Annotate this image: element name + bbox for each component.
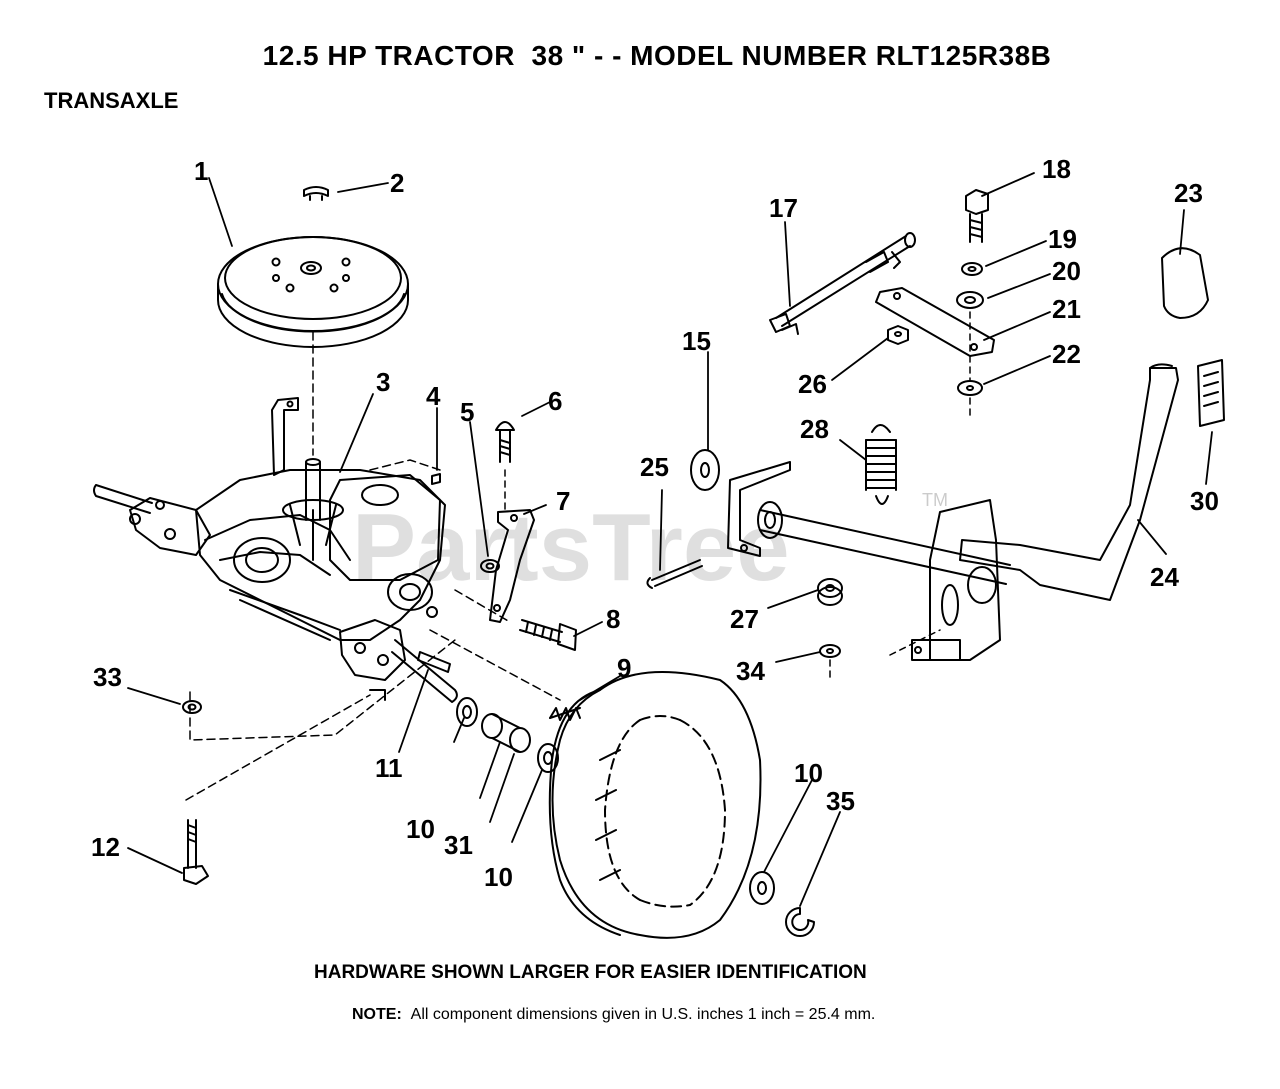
- nut-part-5[interactable]: [480, 559, 500, 573]
- bracket-part[interactable]: [489, 509, 535, 623]
- callout-21[interactable]: 21: [1052, 294, 1081, 324]
- clip-part-35[interactable]: [785, 907, 815, 937]
- callout-1[interactable]: 1: [194, 156, 208, 186]
- callout-33[interactable]: 33: [93, 662, 122, 692]
- callout-24[interactable]: 24: [1150, 562, 1179, 592]
- callout-12[interactable]: 12: [91, 832, 120, 862]
- callout-35[interactable]: 35: [826, 786, 855, 816]
- axle-key-part[interactable]: [417, 651, 451, 673]
- callout-30[interactable]: 30: [1190, 486, 1219, 516]
- washer-part-20[interactable]: [956, 291, 984, 309]
- callout-26[interactable]: 26: [798, 369, 827, 399]
- watermark-text: PartsTree: [352, 494, 790, 601]
- key-part[interactable]: [431, 473, 441, 485]
- callout-5[interactable]: 5: [460, 397, 474, 427]
- callout-3[interactable]: 3: [376, 367, 390, 397]
- transaxle-assembly[interactable]: [93, 397, 458, 703]
- hex-bolt-part-18[interactable]: [965, 189, 989, 243]
- leader-lines: [127, 172, 1213, 907]
- hardware-note: HARDWARE SHOWN LARGER FOR EASIER IDENTIF…: [314, 962, 867, 983]
- callout-8[interactable]: 8: [606, 604, 620, 634]
- callout-34[interactable]: 34: [736, 656, 765, 686]
- callout-10c[interactable]: 10: [794, 758, 823, 788]
- shift-knob-part[interactable]: [1161, 247, 1209, 319]
- callout-2[interactable]: 2: [390, 168, 404, 198]
- callout-4[interactable]: 4: [426, 381, 441, 411]
- note-text: All component dimensions given in U.S. i…: [410, 1006, 876, 1023]
- pulley-part[interactable]: [217, 236, 409, 348]
- callout-27[interactable]: 27: [730, 604, 759, 634]
- shift-lever-assembly[interactable]: [727, 363, 1179, 661]
- link-plate-part[interactable]: [875, 287, 995, 357]
- note-label: NOTE:: [352, 1006, 402, 1023]
- washer-part-15[interactable]: [690, 449, 720, 491]
- callout-labels: 1 2 3 4 5 6 7 8 9 10 10 10 11 12 15 17 1…: [91, 154, 1219, 892]
- bolt-part-8[interactable]: [519, 619, 577, 651]
- callout-17[interactable]: 17: [769, 193, 798, 223]
- lockwasher-part-19[interactable]: [961, 262, 983, 276]
- washer-part-22[interactable]: [957, 380, 983, 396]
- rear-tire-part[interactable]: [548, 671, 762, 939]
- callout-23[interactable]: 23: [1174, 178, 1203, 208]
- callout-28[interactable]: 28: [800, 414, 829, 444]
- carriage-bolt-part[interactable]: [495, 421, 515, 463]
- callout-31[interactable]: 31: [444, 830, 473, 860]
- callout-10a[interactable]: 10: [406, 814, 435, 844]
- dimension-note: NOTE: All component dimensions given in …: [352, 1005, 952, 1025]
- callout-20[interactable]: 20: [1052, 256, 1081, 286]
- nut-part-27[interactable]: [817, 578, 843, 606]
- section-title: TRANSAXLE: [44, 88, 179, 113]
- spacer-part[interactable]: [481, 713, 531, 753]
- callout-7[interactable]: 7: [556, 486, 570, 516]
- callout-18[interactable]: 18: [1042, 154, 1071, 184]
- callout-9[interactable]: 9: [617, 653, 631, 683]
- page-title: 12.5 HP TRACTOR 38 " - - MODEL NUMBER RL…: [262, 40, 1052, 71]
- retaining-clip-part[interactable]: [303, 186, 329, 201]
- washer-part-10c[interactable]: [749, 871, 775, 905]
- callout-6[interactable]: 6: [548, 386, 562, 416]
- callout-10b[interactable]: 10: [484, 862, 513, 892]
- washer-part-10a[interactable]: [456, 697, 478, 727]
- callout-22[interactable]: 22: [1052, 339, 1081, 369]
- callout-15[interactable]: 15: [682, 326, 711, 356]
- cotter-pin-part[interactable]: [646, 559, 703, 589]
- callout-19[interactable]: 19: [1048, 224, 1077, 254]
- spring-part-28[interactable]: [865, 424, 897, 505]
- callout-25[interactable]: 25: [640, 452, 669, 482]
- callout-11[interactable]: 11: [375, 753, 403, 783]
- watermark-tm: TM: [922, 490, 948, 510]
- washer-part-34[interactable]: [819, 644, 841, 658]
- shift-rod-part[interactable]: [769, 232, 916, 335]
- decal-part[interactable]: [1197, 359, 1225, 427]
- nut-part-33[interactable]: [182, 700, 202, 714]
- nut-part-26[interactable]: [887, 325, 909, 345]
- shoulder-bolt-part[interactable]: [183, 819, 209, 885]
